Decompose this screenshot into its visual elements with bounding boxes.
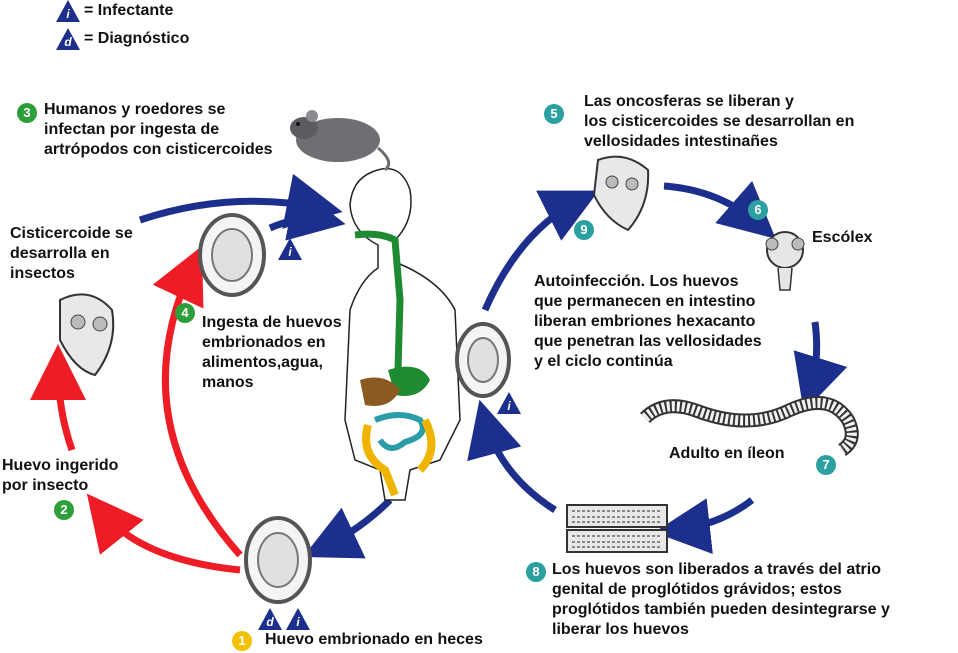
egg-icon (455, 322, 511, 398)
cysticercoid-icon (59, 293, 115, 377)
autoinfection-text: Autoinfección. Los huevos que permanecen… (534, 273, 762, 370)
infective-stage-icon: i (497, 392, 521, 414)
arrow-oncosphere-to-scolex (663, 180, 776, 239)
step-8-badge: 8 (526, 562, 546, 582)
infective-stage-icon: i (56, 0, 80, 22)
step-5-text: Las oncosferas se liberan y los cisticer… (584, 93, 855, 150)
step-8-text: Los huevos son liberados a través del at… (552, 561, 890, 638)
egg-icon (198, 213, 266, 297)
egg-icon (244, 516, 312, 604)
step-4-text: Ingesta de huevos embrionados en aliment… (202, 314, 342, 391)
legend-diagnostic-label: = Diagnóstico (84, 30, 190, 47)
step-7-text: Adulto en íleon (669, 445, 785, 462)
step-9-badge: 9 (574, 220, 594, 240)
arrow-egg-to-insect (86, 493, 241, 574)
step-6-text: Escólex (812, 229, 873, 246)
step-6-badge: 6 (748, 200, 768, 220)
step-3-text: Humanos y roedores se infectan por inges… (44, 101, 273, 158)
rat-icon (290, 110, 391, 172)
step-2-text: Huevo ingerido por insecto (2, 457, 119, 494)
scolex-icon (765, 231, 805, 291)
step-4-badge: 4 (175, 303, 195, 323)
infective-stage-icon: i (286, 608, 310, 630)
arrow-egg-ingestion-to-human (268, 185, 346, 241)
step-7-badge: 7 (816, 455, 836, 475)
diagnostic-stage-icon: d (258, 608, 282, 630)
arrow-proglottid-to-autoinfection (467, 399, 557, 513)
arrow-insect-to-cysticercoid (30, 344, 87, 452)
cysticercoid-icon (592, 155, 650, 232)
diagnostic-stage-icon: d (56, 28, 80, 50)
human-silhouette-icon (344, 167, 461, 501)
legend-infective-label: = Infectante (84, 2, 174, 19)
step-1-badge: 1 (232, 631, 252, 651)
step-1-text: Huevo embrionado en heces (265, 631, 483, 648)
step-5-badge: 5 (544, 104, 564, 124)
adult-worm-icon (640, 396, 859, 456)
arrow-human-to-feces (303, 497, 393, 559)
arrow-scolex-to-adult (793, 321, 848, 413)
arrow-autoinfection-up (481, 190, 599, 312)
arrow-adult-to-proglottid (654, 497, 755, 554)
proglottid-icon (566, 504, 668, 553)
cysticercoid-label: Cisticercoide se desarrolla en insectos (10, 225, 133, 282)
infective-stage-icon: i (278, 238, 302, 260)
step-3-badge: 3 (17, 103, 37, 123)
step-2-badge: 2 (54, 500, 74, 520)
